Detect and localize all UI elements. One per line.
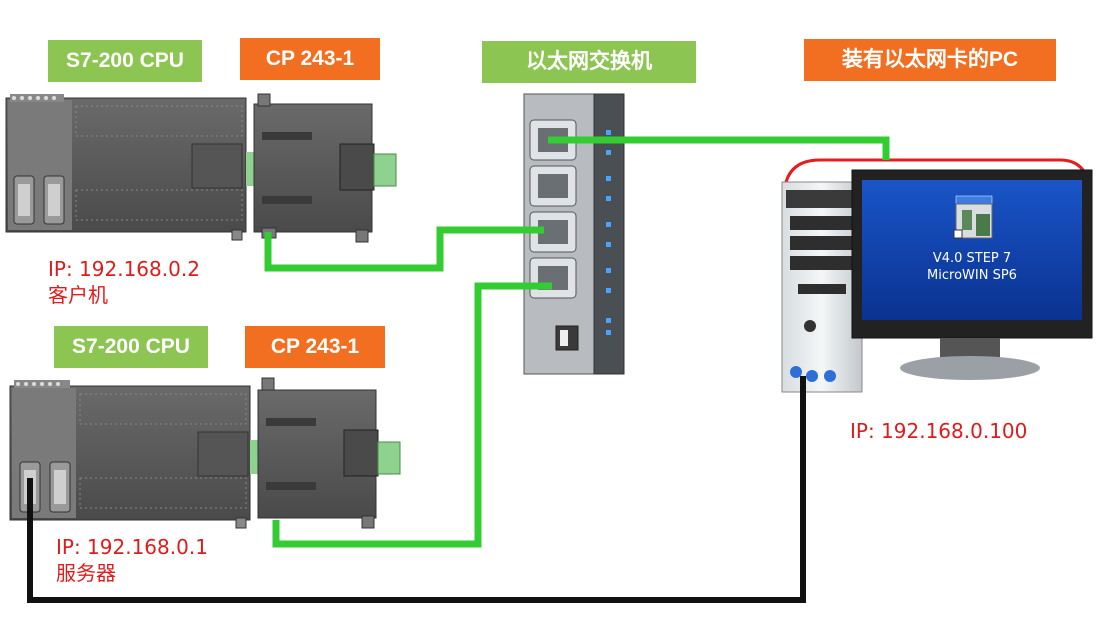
switch-label: 以太网交换机 [482,41,696,83]
screen-line2: MicroWIN SP6 [927,268,1017,283]
server-plc [9,380,251,529]
server-ethernet-cable [272,282,552,548]
server-role: 服务器 [56,561,116,585]
screen-text: V4.0 STEP 7 MicroWIN SP6 [902,250,1042,284]
client-ip: IP: 192.168.0.2 [48,257,200,281]
client-role: 客户机 [48,283,108,307]
pc-label: 装有以太网卡的PC [804,39,1056,81]
screen-line1: V4.0 STEP 7 [932,251,1012,266]
client-cp-module [246,93,397,243]
pc-ip: IP: 192.168.0.100 [850,419,1028,443]
pc-ethernet-cable [548,136,890,160]
server-ip-block: IP: 192.168.0.1 服务器 [56,534,208,586]
ethernet-cables [264,136,890,548]
client-ethernet-cable [264,226,544,272]
server-ip: IP: 192.168.0.1 [56,535,208,559]
client-ip-block: IP: 192.168.0.2 客户机 [48,256,200,308]
client-cpu-label: S7-200 CPU [48,40,202,82]
client-cp-label: CP 243-1 [240,38,380,80]
ethernet-switch [523,93,625,375]
client-plc [5,94,247,241]
server-cp-module [250,377,401,529]
microwin-app-icon [953,195,993,239]
server-cp-label: CP 243-1 [245,326,385,368]
serial-cable [27,376,806,603]
pc-computer [781,158,1093,393]
server-cpu-label: S7-200 CPU [54,326,208,368]
